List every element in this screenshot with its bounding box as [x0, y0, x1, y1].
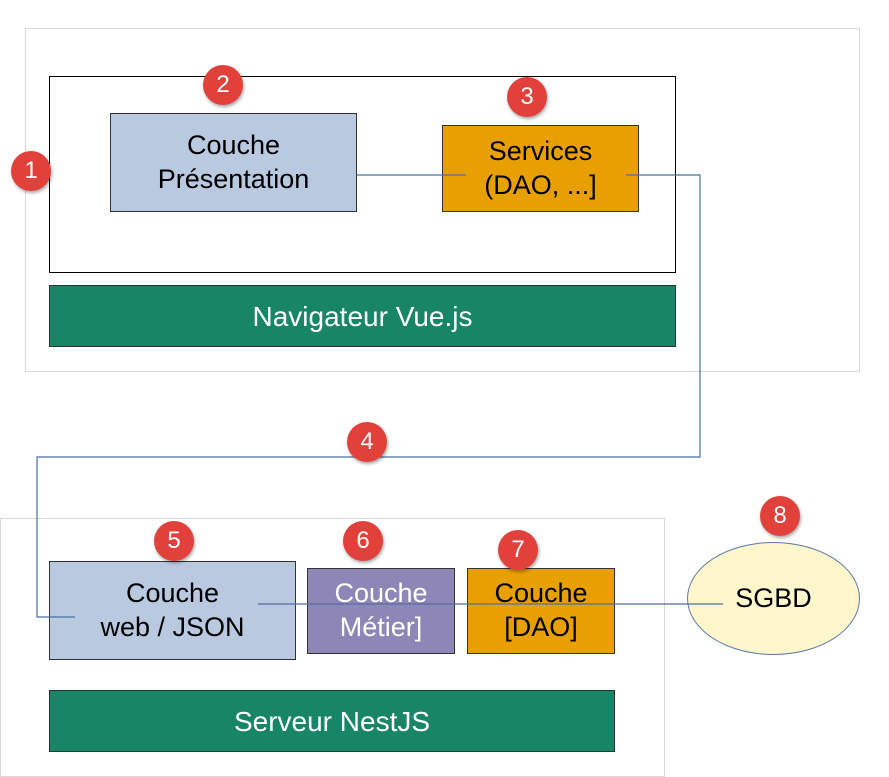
- database-label: SGBD: [735, 583, 812, 613]
- metier-layer-line1: Couche: [334, 578, 428, 609]
- web-json-layer-line2: web / JSON: [100, 611, 245, 642]
- presentation-layer-line1: Couche: [186, 129, 281, 160]
- badge-7: 7: [498, 530, 538, 570]
- database-ellipse: SGBD: [687, 542, 860, 655]
- dao-layer-line2: [DAO]: [504, 612, 578, 642]
- web-json-layer-line1: Couche: [125, 577, 220, 608]
- client-services-line1: Services: [488, 135, 593, 166]
- badge-3: 3: [507, 77, 547, 117]
- dao-layer-line1: Couche: [494, 578, 588, 609]
- server-bar: Serveur NestJS: [49, 690, 615, 752]
- metier-layer-line2: Métier]: [339, 612, 423, 642]
- badge-1: 1: [11, 151, 51, 191]
- presentation-layer-line2: Présentation: [157, 163, 310, 194]
- presentation-layer-box: Couche Présentation: [110, 113, 357, 212]
- client-services-box: Services (DAO, ...]: [442, 125, 639, 212]
- client-services-line2: (DAO, ...]: [484, 169, 597, 200]
- badge-8: 8: [760, 496, 800, 536]
- badge-2: 2: [203, 65, 243, 105]
- web-json-layer-box: Couche web / JSON: [49, 561, 296, 660]
- dao-layer-box: Couche [DAO]: [467, 568, 615, 654]
- browser-label: Navigateur Vue.js: [252, 300, 473, 332]
- badge-5: 5: [154, 521, 194, 561]
- badge-4: 4: [347, 422, 387, 462]
- badge-6: 6: [343, 521, 383, 561]
- server-label: Serveur NestJS: [233, 705, 431, 737]
- metier-layer-box: Couche Métier]: [307, 568, 455, 654]
- browser-bar: Navigateur Vue.js: [49, 285, 676, 347]
